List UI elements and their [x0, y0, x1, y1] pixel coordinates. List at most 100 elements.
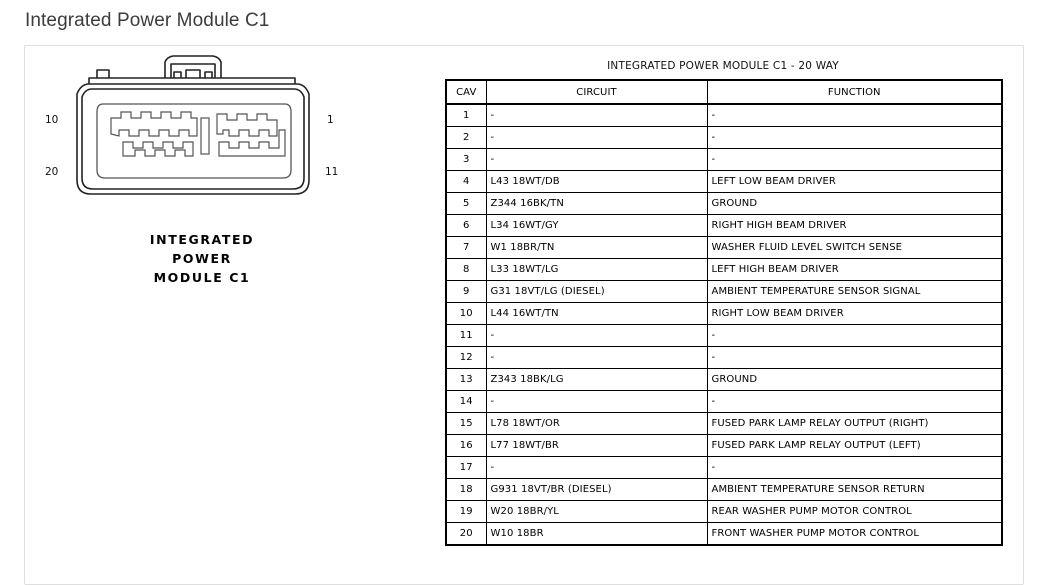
cell-function: FUSED PARK LAMP RELAY OUTPUT (RIGHT) [706, 412, 1003, 435]
cell-cav: 14 [445, 390, 487, 413]
cell-function: GROUND [706, 192, 1003, 215]
cell-circuit: L44 16WT/TN [485, 302, 708, 325]
cell-function: FUSED PARK LAMP RELAY OUTPUT (LEFT) [706, 434, 1003, 457]
cell-circuit: L78 18WT/OR [485, 412, 708, 435]
cell-cav: 11 [445, 324, 487, 347]
column-header-cav: CAV [445, 79, 487, 105]
pinout-table-title: INTEGRATED POWER MODULE C1 - 20 WAY [607, 60, 839, 72]
table-row: 1-- [445, 103, 1003, 127]
cell-cav: 5 [445, 192, 487, 215]
pinout-table-head: CAV CIRCUIT FUNCTION [445, 79, 1003, 105]
connector-caption-line-1: INTEGRATED [149, 232, 255, 247]
table-row: 11-- [445, 324, 1003, 347]
connector-outline-svg [76, 55, 310, 195]
cell-cav: 3 [445, 148, 487, 171]
cell-circuit: G31 18VT/LG (DIESEL) [485, 280, 708, 303]
table-row: 17-- [445, 456, 1003, 479]
cell-cav: 8 [445, 258, 487, 281]
cell-circuit: W1 18BR/TN [485, 236, 708, 259]
connector-caption-line-2: POWER [172, 251, 232, 266]
cell-circuit: - [485, 324, 708, 347]
connector-diagram: 10 20 1 11 INTEGRATED POWER MODULE C1 [37, 52, 432, 312]
cell-function: - [706, 324, 1003, 347]
cell-cav: 2 [445, 126, 487, 149]
content-panel: 10 20 1 11 INTEGRATED POWER MODULE C1 IN… [24, 45, 1024, 585]
cell-circuit: Z344 16BK/TN [485, 192, 708, 215]
cell-function: REAR WASHER PUMP MOTOR CONTROL [706, 500, 1003, 523]
cell-function: - [706, 456, 1003, 479]
cell-cav: 1 [445, 103, 487, 127]
column-header-function: FUNCTION [706, 79, 1003, 105]
cell-function: - [706, 148, 1003, 171]
cell-function: RIGHT LOW BEAM DRIVER [706, 302, 1003, 325]
cell-circuit: - [485, 126, 708, 149]
cell-cav: 15 [445, 412, 487, 435]
cell-cav: 16 [445, 434, 487, 457]
page-title: Integrated Power Module C1 [25, 10, 270, 31]
table-header-row: CAV CIRCUIT FUNCTION [445, 79, 1003, 105]
cell-circuit: - [485, 148, 708, 171]
cell-cav: 13 [445, 368, 487, 391]
pin-label-top-left: 10 [45, 114, 59, 126]
cell-circuit: L77 18WT/BR [485, 434, 708, 457]
cell-function: WASHER FLUID LEVEL SWITCH SENSE [706, 236, 1003, 259]
cell-cav: 19 [445, 500, 487, 523]
cell-circuit: L43 18WT/DB [485, 170, 708, 193]
cell-circuit: L34 16WT/GY [485, 214, 708, 237]
cell-function: GROUND [706, 368, 1003, 391]
cell-circuit: L33 18WT/LG [485, 258, 708, 281]
table-row: 14-- [445, 390, 1003, 413]
cell-circuit: - [485, 346, 708, 369]
cell-circuit: Z343 18BK/LG [485, 368, 708, 391]
table-row: 12-- [445, 346, 1003, 369]
cell-cav: 7 [445, 236, 487, 259]
cell-function: - [706, 103, 1003, 127]
cell-function: LEFT LOW BEAM DRIVER [706, 170, 1003, 193]
cell-circuit: W10 18BR [485, 522, 708, 546]
column-header-circuit: CIRCUIT [485, 79, 708, 105]
cell-cav: 10 [445, 302, 487, 325]
cell-function: - [706, 126, 1003, 149]
pin-label-top-right: 1 [327, 114, 334, 126]
cell-circuit: - [485, 390, 708, 413]
pin-label-bottom-left: 20 [45, 166, 59, 178]
cell-circuit: W20 18BR/YL [485, 500, 708, 523]
cell-function: RIGHT HIGH BEAM DRIVER [706, 214, 1003, 237]
cell-cav: 9 [445, 280, 487, 303]
cell-function: - [706, 346, 1003, 369]
cell-cav: 17 [445, 456, 487, 479]
cell-cav: 20 [445, 522, 487, 546]
connector-caption-line-3: MODULE C1 [153, 270, 251, 285]
table-row: 3-- [445, 148, 1003, 171]
cell-cav: 12 [445, 346, 487, 369]
cell-circuit: G931 18VT/BR (DIESEL) [485, 478, 708, 501]
cell-function: - [706, 390, 1003, 413]
pinout-table-block: INTEGRATED POWER MODULE C1 - 20 WAY CAV … [445, 60, 1003, 546]
pin-label-bottom-right: 11 [325, 166, 339, 178]
cell-circuit: - [485, 103, 708, 127]
cell-function: FRONT WASHER PUMP MOTOR CONTROL [706, 522, 1003, 546]
table-row: 2-- [445, 126, 1003, 149]
cell-cav: 18 [445, 478, 487, 501]
cell-circuit: - [485, 456, 708, 479]
cell-function: AMBIENT TEMPERATURE SENSOR RETURN [706, 478, 1003, 501]
cell-cav: 4 [445, 170, 487, 193]
connector-caption: INTEGRATED POWER MODULE C1 [37, 230, 367, 287]
cell-cav: 6 [445, 214, 487, 237]
cell-function: AMBIENT TEMPERATURE SENSOR SIGNAL [706, 280, 1003, 303]
